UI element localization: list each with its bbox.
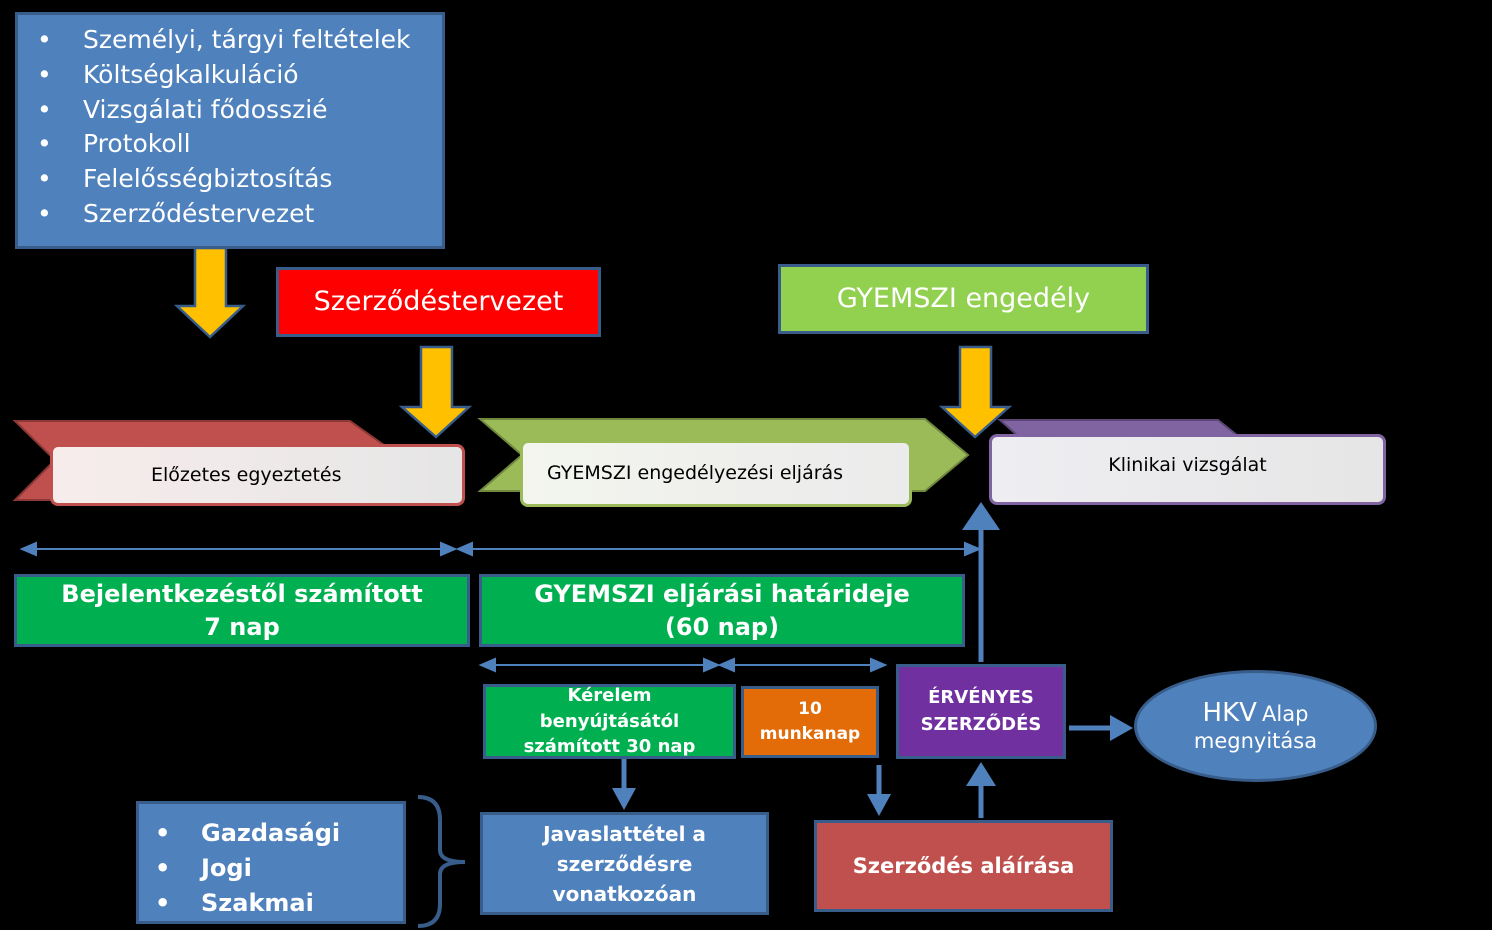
yellow-down-arrow-2	[398, 345, 473, 439]
hkv-small: Alap	[1262, 701, 1309, 726]
aspect-item: Jogi	[155, 851, 403, 886]
timeline-lines	[19, 541, 982, 673]
phase2-label: GYEMSZI engedélyezési eljárás	[547, 462, 844, 485]
hkv-big: HKV	[1202, 697, 1257, 728]
prerequisite-item: Felelősségbiztosítás	[37, 162, 442, 197]
valid-contract-line1: ÉRVÉNYES	[928, 687, 1034, 709]
aspect-item: Gazdasági	[155, 816, 403, 851]
hkv-line1: HKV Alap	[1203, 698, 1309, 729]
yellow-down-arrow-1	[173, 246, 247, 339]
hkv-line2: megnyitása	[1193, 729, 1318, 753]
sub-duration-10-line2: munkanap	[759, 724, 861, 744]
sub-duration-30-line3: számított 30 nap	[523, 736, 696, 758]
aspects-box: Gazdasági Jogi Szakmai	[136, 801, 406, 924]
draft-contract-label: Szerződéstervezet	[313, 286, 564, 318]
prerequisite-item: Költségkalkuláció	[37, 58, 442, 93]
phase3-label: Klinikai vizsgálat	[1108, 454, 1267, 477]
phase1-box: Előzetes egyeztetés	[50, 444, 465, 506]
flow-arrows	[612, 502, 1133, 818]
signing-box: Szerződés aláírása	[814, 820, 1113, 912]
sub-duration-30-box: Kérelem benyújtásától számított 30 nap	[483, 684, 736, 759]
phase3-box: Klinikai vizsgálat	[989, 434, 1386, 505]
aspect-item: Szakmai	[155, 886, 403, 921]
prerequisite-item: Személyi, tárgyi feltételek	[37, 23, 442, 58]
yellow-down-arrow-3	[938, 345, 1013, 439]
duration-first-box: Bejelentkezéstől számított 7 nap	[14, 574, 470, 647]
gyemszi-permit-label: GYEMSZI engedély	[836, 283, 1091, 315]
phase1-label: Előzetes egyeztetés	[151, 463, 342, 486]
prerequisites-box: Személyi, tárgyi feltételek Költségkalku…	[15, 12, 445, 249]
prerequisite-item: Szerződéstervezet	[37, 197, 442, 232]
sub-duration-30-line2: benyújtásától	[539, 710, 680, 732]
phase2-box: GYEMSZI engedélyezési eljárás	[520, 440, 912, 507]
bracket	[417, 795, 466, 928]
sub-duration-10-box: 10 munkanap	[741, 686, 879, 758]
duration-second-box: GYEMSZI eljárási határideje (60 nap)	[479, 574, 965, 647]
prerequisite-item: Vizsgálati fődosszié	[37, 93, 442, 128]
hkv-ellipse: HKV Alap megnyitása	[1134, 670, 1377, 782]
proposal-line1: Javaslattétel a	[543, 821, 706, 846]
proposal-box: Javaslattétel a szerződésre vonatkozóan	[480, 812, 769, 915]
gyemszi-permit-box: GYEMSZI engedély	[778, 264, 1149, 334]
sub-duration-10-line1: 10	[798, 699, 822, 720]
duration-first-line1: Bejelentkezéstől számított	[61, 580, 423, 609]
signing-label: Szerződés aláírása	[852, 854, 1075, 879]
valid-contract-line2: SZERZŐDÉS	[920, 713, 1042, 735]
duration-second-line2: (60 nap)	[664, 612, 780, 641]
duration-second-line1: GYEMSZI eljárási határideje	[534, 580, 910, 609]
phase3-chevron-tip	[1000, 420, 1258, 486]
prerequisite-item: Protokoll	[37, 127, 442, 162]
proposal-line2: szerződésre	[556, 851, 693, 876]
sub-duration-30-line1: Kérelem	[567, 685, 652, 707]
valid-contract-box: ÉRVÉNYES SZERZŐDÉS	[896, 664, 1066, 759]
duration-first-line2: 7 nap	[204, 612, 280, 641]
proposal-line3: vonatkozóan	[552, 881, 697, 906]
draft-contract-box: Szerződéstervezet	[276, 267, 601, 337]
